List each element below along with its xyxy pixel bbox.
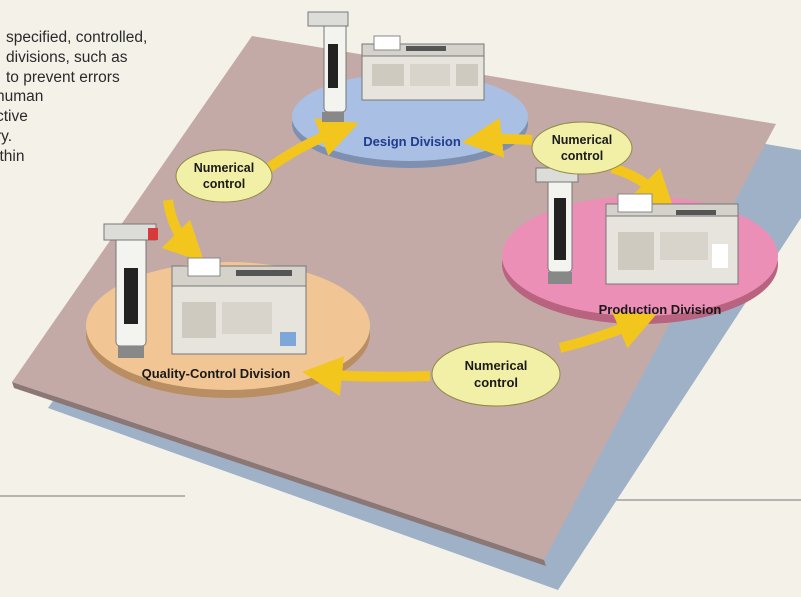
arrow-design-to-quality — [161, 199, 205, 263]
intro-text: specified, controlled, divisions, such a… — [0, 28, 260, 167]
numerical-control-bottom-line1: Numerical — [465, 358, 528, 373]
production-division-label: Production Division — [599, 302, 722, 317]
numerical-control-bottom-line2: control — [474, 375, 518, 390]
numerical-control-right-line1: Numerical — [552, 133, 612, 147]
arrow-design-to-production — [610, 163, 675, 211]
intro-line: ctive — [0, 108, 28, 126]
intro-line: human — [0, 88, 44, 106]
numerical-control-bottom: Numerical control — [431, 341, 561, 407]
numerical-control-right-line2: control — [561, 149, 603, 163]
arrow-quality-to-design-top — [263, 118, 359, 175]
numerical-control-right: Numerical control — [531, 121, 633, 175]
production-instrument — [535, 167, 739, 285]
numerical-control-left-line1: Numerical — [194, 161, 254, 175]
design-instrument — [307, 11, 485, 122]
intro-line: ithin — [0, 147, 25, 165]
quality-instrument — [103, 223, 307, 358]
arrow-quality-to-production — [558, 311, 657, 353]
arrow-production-to-design — [462, 117, 533, 158]
arrow-production-to-quality — [302, 356, 431, 396]
design-division-label: Design Division — [363, 134, 461, 149]
numerical-control-left: Numerical control — [175, 149, 273, 203]
intro-line: to prevent errors — [6, 68, 120, 86]
intro-line: specified, controlled, — [6, 29, 148, 46]
numerical-control-left-line2: control — [203, 177, 245, 191]
intro-line: ry. — [0, 127, 13, 145]
intro-line: divisions, such as — [6, 48, 128, 66]
sheet-edge — [12, 382, 546, 566]
quality-division-label: Quality-Control Division — [142, 366, 291, 381]
